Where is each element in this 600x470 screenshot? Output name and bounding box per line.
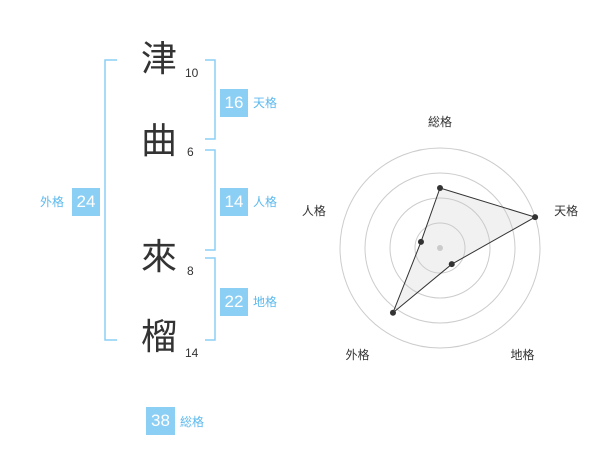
radar-point: [417, 238, 424, 245]
radar-ring: [364, 172, 516, 324]
stroke-count-1: 10: [185, 66, 199, 80]
tenkaku-value: 16: [220, 89, 248, 117]
gaikaku-value: 24: [72, 188, 100, 216]
soukaku-label: 総格: [180, 415, 205, 429]
chikaku-value: 22: [220, 288, 248, 316]
radar-axis-label: 天格: [554, 203, 578, 218]
jinkaku-bracket: [205, 149, 216, 251]
chikaku-bracket: [205, 257, 216, 341]
radar-point: [437, 185, 443, 191]
radar-ring: [339, 147, 541, 349]
radar-point: [389, 309, 396, 316]
radar-ring: [389, 197, 491, 299]
radar-axis-label: 人格: [302, 203, 326, 218]
name-char-1: 津: [141, 39, 178, 80]
stroke-count-2: 6: [187, 145, 194, 159]
radar-ring: [414, 222, 466, 274]
radar-axis-label: 地格: [511, 347, 535, 362]
name-char-3: 來: [141, 237, 178, 278]
stroke-count-4: 14: [185, 346, 199, 360]
soukaku-value: 38: [146, 407, 175, 435]
jinkaku-value: 14: [220, 188, 248, 216]
jinkaku-label: 人格: [253, 195, 278, 209]
radar-center: [437, 245, 443, 251]
radar-axis-label: 総格: [428, 114, 452, 129]
chikaku-label: 地格: [253, 295, 278, 309]
gaikaku-bracket: [104, 59, 117, 341]
radar-point: [448, 261, 455, 268]
tenkaku-label: 天格: [253, 96, 278, 110]
radar-axis-label: 外格: [345, 347, 369, 362]
stroke-count-3: 8: [187, 264, 194, 278]
gaikaku-label: 外格: [40, 195, 65, 209]
radar-point: [532, 214, 539, 221]
tenkaku-bracket: [205, 59, 216, 140]
radar-area: [392, 187, 537, 314]
name-char-4: 榴: [141, 317, 178, 358]
name-char-2: 曲: [141, 121, 178, 162]
